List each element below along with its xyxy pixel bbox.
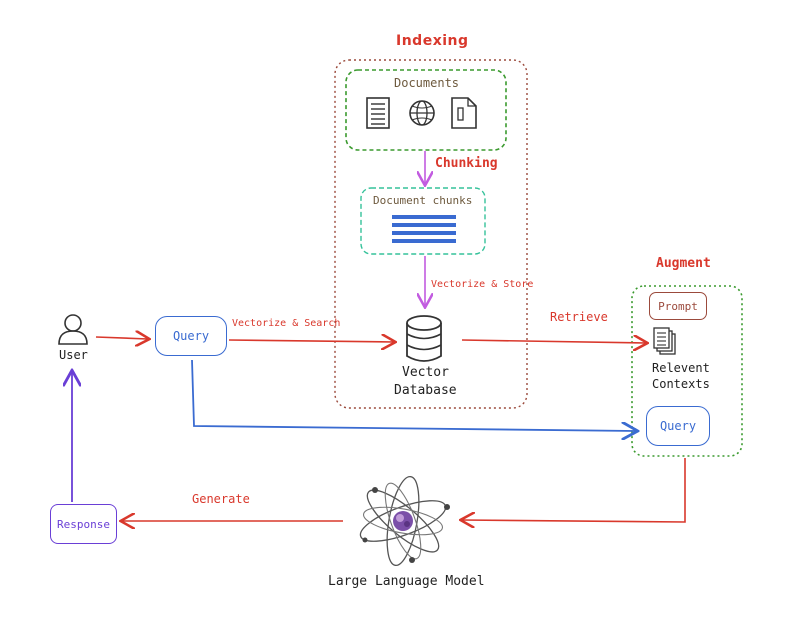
contexts-label-line1: Relevent [652, 361, 710, 375]
indexing-title: Indexing [396, 33, 469, 49]
vectorize-store-label: Vectorize & Store [431, 279, 534, 290]
arrow-augment-to-llm [462, 458, 686, 522]
arrow-query-to-augment-query [191, 359, 636, 431]
documents-box [345, 69, 507, 151]
response-label: Response [57, 517, 110, 531]
globe-icon [409, 100, 435, 126]
vectorize-search-label: Vectorize & Search [232, 318, 341, 329]
arrow-user-to-query [95, 337, 148, 339]
augment-title: Augment [656, 256, 711, 271]
database-icon [406, 315, 442, 362]
database-label-line1: Vector [402, 365, 449, 380]
llm-label: Large Language Model [328, 574, 485, 589]
augment-query-label: Query [659, 419, 697, 433]
contexts-label-line2: Contexts [652, 377, 710, 391]
augment-query-box[interactable]: Query [646, 406, 710, 446]
retrieve-label: Retrieve [550, 310, 608, 324]
user-label: User [59, 348, 88, 362]
chunk-bars [392, 215, 456, 243]
query-box[interactable]: Query [155, 316, 227, 356]
prompt-box[interactable]: Prompt [649, 292, 707, 320]
documents-label: Documents [394, 76, 460, 90]
generate-label: Generate [192, 492, 250, 506]
contexts-icon [653, 327, 676, 355]
document-icon [366, 97, 390, 129]
file-icon [451, 97, 477, 129]
document-chunks-box [360, 187, 486, 255]
arrow-database-to-augment [461, 340, 646, 343]
response-box[interactable]: Response [50, 504, 117, 544]
document-chunks-label: Document chunks [373, 194, 473, 207]
chunking-label: Chunking [435, 156, 498, 171]
atom-icon [359, 475, 450, 567]
arrow-query-to-database [228, 340, 394, 342]
database-label-line2: Database [394, 383, 457, 398]
user-icon [58, 314, 88, 345]
query-label: Query [172, 329, 210, 343]
prompt-label: Prompt [658, 299, 698, 313]
indexing-container [334, 59, 528, 409]
